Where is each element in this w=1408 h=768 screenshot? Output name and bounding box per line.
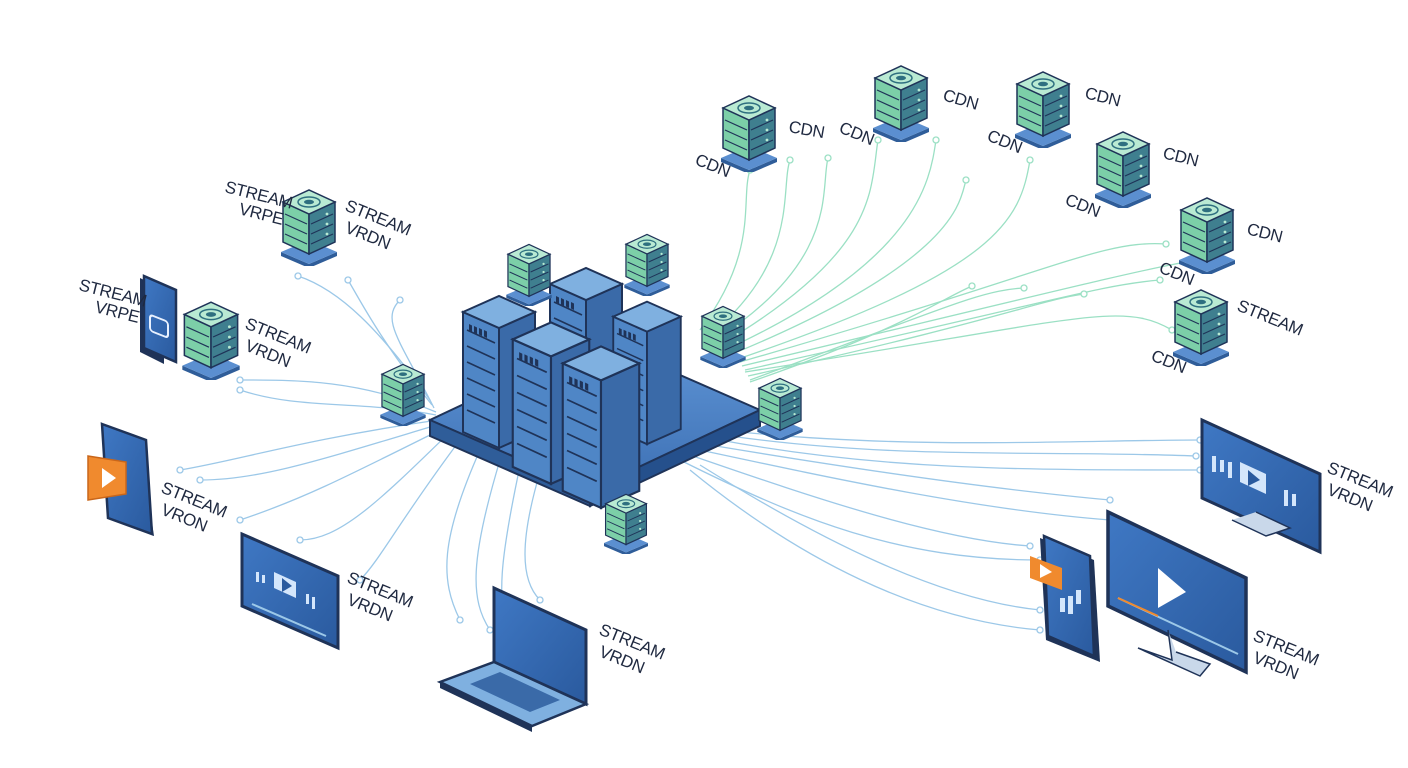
cdn-node-icon [699, 305, 747, 368]
connection-line [524, 471, 541, 601]
connection-endpoint [1168, 326, 1176, 334]
connection-line [749, 287, 1025, 381]
connection-endpoint [236, 376, 244, 384]
monitor-right [1200, 417, 1322, 555]
connection-line [709, 444, 1111, 501]
play-icon [87, 455, 127, 501]
cdn-node-icon [379, 363, 427, 426]
connection-endpoint [1020, 284, 1028, 292]
connection-endpoint [1080, 290, 1088, 298]
connection-endpoint [1156, 276, 1164, 284]
cdn-label: CDN [985, 126, 1025, 157]
connection-endpoint [236, 386, 244, 394]
cdn-node-icon [1178, 197, 1236, 274]
connection-line [749, 285, 973, 383]
connection-line [689, 454, 1031, 547]
connection-endpoint [1192, 452, 1200, 460]
connection-line [699, 464, 1041, 611]
play-icon [1158, 568, 1186, 608]
connection-endpoint [1106, 496, 1114, 504]
connection-endpoint [176, 466, 184, 474]
connection-line [739, 243, 1167, 363]
connection-endpoint [786, 156, 794, 164]
connection-line [359, 439, 461, 581]
cdn-node-icon [756, 377, 804, 440]
tablet-left [240, 531, 340, 651]
connection-endpoint [824, 154, 832, 162]
connection-line [299, 431, 451, 541]
connection-endpoint [396, 296, 404, 304]
cdn-node-icon [505, 243, 553, 306]
cdn-node-icon [1094, 131, 1152, 208]
connection-line [699, 169, 751, 331]
cdn-label: CDN [1161, 143, 1200, 170]
connection-line [719, 139, 879, 346]
connection-line [741, 261, 1187, 367]
connection-endpoint [294, 272, 302, 280]
right-phone [1030, 534, 1100, 662]
connection-line [747, 293, 1085, 377]
connection-endpoint [932, 136, 940, 144]
connection-line [699, 449, 1111, 521]
connection-line [239, 427, 445, 521]
connection-line [689, 469, 1041, 631]
connection-line [714, 157, 829, 341]
connection-endpoint [196, 476, 204, 484]
connection-endpoint [486, 626, 494, 634]
connection-endpoint [296, 536, 304, 544]
connection-line [709, 159, 791, 336]
connection-line [729, 179, 967, 356]
cdn-label: CDN [1245, 219, 1284, 246]
connection-line [719, 439, 1201, 471]
connection-endpoint [356, 576, 364, 584]
cdn-label: CDN [693, 150, 733, 181]
cdn-node-icon [181, 301, 241, 380]
connection-endpoint [236, 516, 244, 524]
left-phone-top [140, 274, 178, 364]
connection-line [446, 449, 481, 621]
connection-endpoint [1036, 626, 1044, 634]
cdn-label: CDN [1083, 83, 1122, 110]
left-phone-mid [87, 422, 154, 536]
connection-line [724, 139, 937, 351]
connection-endpoint [962, 176, 970, 184]
connection-line [744, 315, 1173, 373]
connection-endpoint [1162, 240, 1170, 248]
connection-endpoint [874, 136, 882, 144]
connection-endpoint [536, 596, 544, 604]
server-rack-icon [561, 345, 641, 509]
cdn-node-icon [872, 65, 930, 142]
cdn-node-icon [623, 233, 671, 296]
connection-endpoint [1026, 156, 1034, 164]
connection-endpoint [344, 276, 352, 284]
cdn-node-icon [603, 493, 649, 554]
cdn-label: CDN [837, 118, 877, 149]
connection-endpoint [1026, 542, 1034, 550]
connection-line [734, 159, 1031, 361]
connection-line [739, 431, 1201, 444]
connection-endpoint [968, 282, 976, 290]
connection-line [744, 279, 1161, 371]
stream-label: STREAM [1235, 296, 1306, 339]
connection-endpoint [456, 616, 464, 624]
cdn-label: CDN [941, 86, 981, 114]
connection-line [679, 459, 1041, 561]
laptop-icon [436, 585, 590, 732]
play-icon [1248, 470, 1260, 486]
monitor-large [1106, 509, 1248, 677]
connection-line [729, 435, 1197, 457]
connection-line [475, 459, 501, 631]
connection-endpoint [1036, 606, 1044, 614]
connection-line [179, 419, 439, 471]
connection-line [199, 423, 441, 481]
cdn-label: CDN [787, 117, 826, 142]
